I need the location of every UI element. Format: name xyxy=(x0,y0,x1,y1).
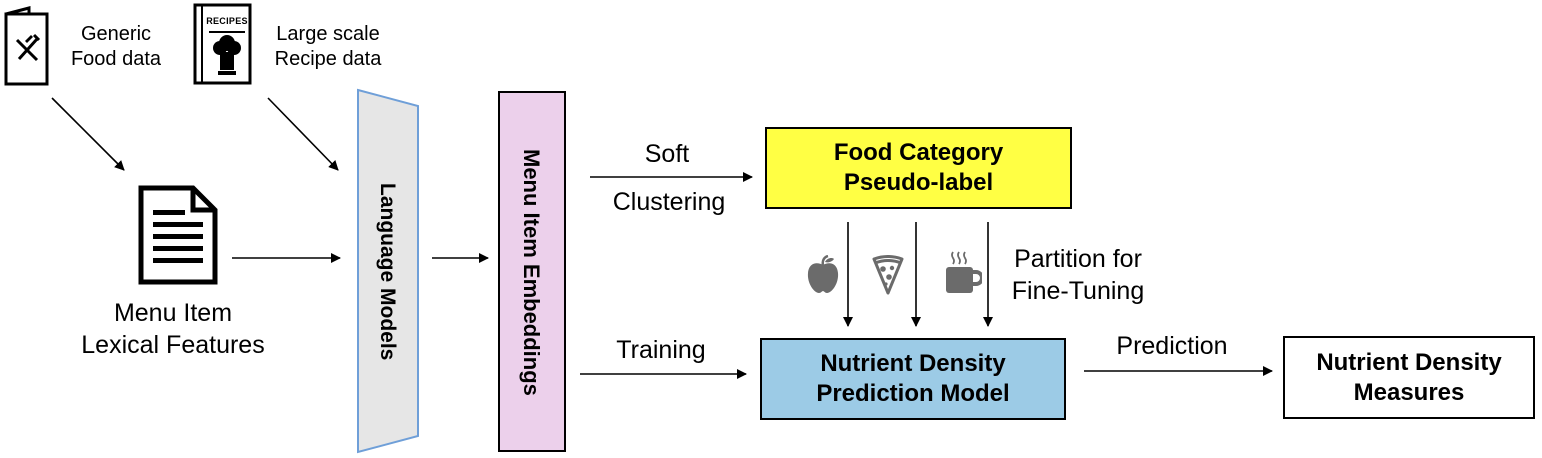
document-icon xyxy=(138,185,218,285)
training-label: Training xyxy=(616,336,706,364)
recipe-data-line1: Large scale xyxy=(276,23,380,45)
arrow-generic-to-features xyxy=(51,97,125,171)
prediction-model-line1: Nutrient Density xyxy=(820,350,1006,377)
lexical-features-label: Menu Item Lexical Features xyxy=(58,297,288,361)
prediction-model-line2: Prediction Model xyxy=(816,380,1010,407)
coffee-icon xyxy=(946,251,982,293)
recipe-book-icon: RECIPES xyxy=(193,3,253,86)
generic-food-data-line2: Food data xyxy=(70,48,162,70)
pseudo-label-box: Food Category Pseudo-label xyxy=(765,127,1072,209)
lexical-features-line1: Menu Item xyxy=(113,299,233,327)
measures-line1: Nutrient Density xyxy=(1316,348,1502,376)
clustering-label: Clustering xyxy=(612,188,726,216)
pseudo-label-line2: Pseudo-label xyxy=(843,169,994,196)
prediction-model-box: Nutrient Density Prediction Model xyxy=(760,338,1066,420)
embeddings-label: Menu Item Embeddings xyxy=(519,148,544,396)
recipe-data-label: Large scale Recipe data xyxy=(266,22,390,72)
apple-icon xyxy=(807,255,839,293)
pseudo-label-line1: Food Category xyxy=(833,139,1004,166)
partition-line2: Fine-Tuning xyxy=(1011,277,1145,305)
measures-box: Nutrient Density Measures xyxy=(1283,336,1535,419)
partition-line1: Partition for xyxy=(1014,245,1142,273)
lexical-features-line2: Lexical Features xyxy=(81,331,265,359)
language-models-label: Language Models xyxy=(376,183,399,361)
language-models-block xyxy=(357,88,419,454)
recipe-data-line2: Recipe data xyxy=(274,48,382,70)
embeddings-block xyxy=(498,91,566,452)
arrow-recipe-to-language-models xyxy=(267,97,339,171)
prediction-label: Prediction xyxy=(1116,332,1228,360)
recipe-book-title: RECIPES xyxy=(206,16,248,26)
partition-label: Partition for Fine-Tuning xyxy=(1000,243,1156,307)
soft-label: Soft xyxy=(644,140,690,168)
menu-card-icon xyxy=(4,6,49,86)
generic-food-data-label: Generic Food data xyxy=(60,22,172,72)
measures-line2: Measures xyxy=(1353,378,1465,406)
pizza-icon xyxy=(872,255,904,295)
generic-food-data-line1: Generic xyxy=(80,23,152,45)
